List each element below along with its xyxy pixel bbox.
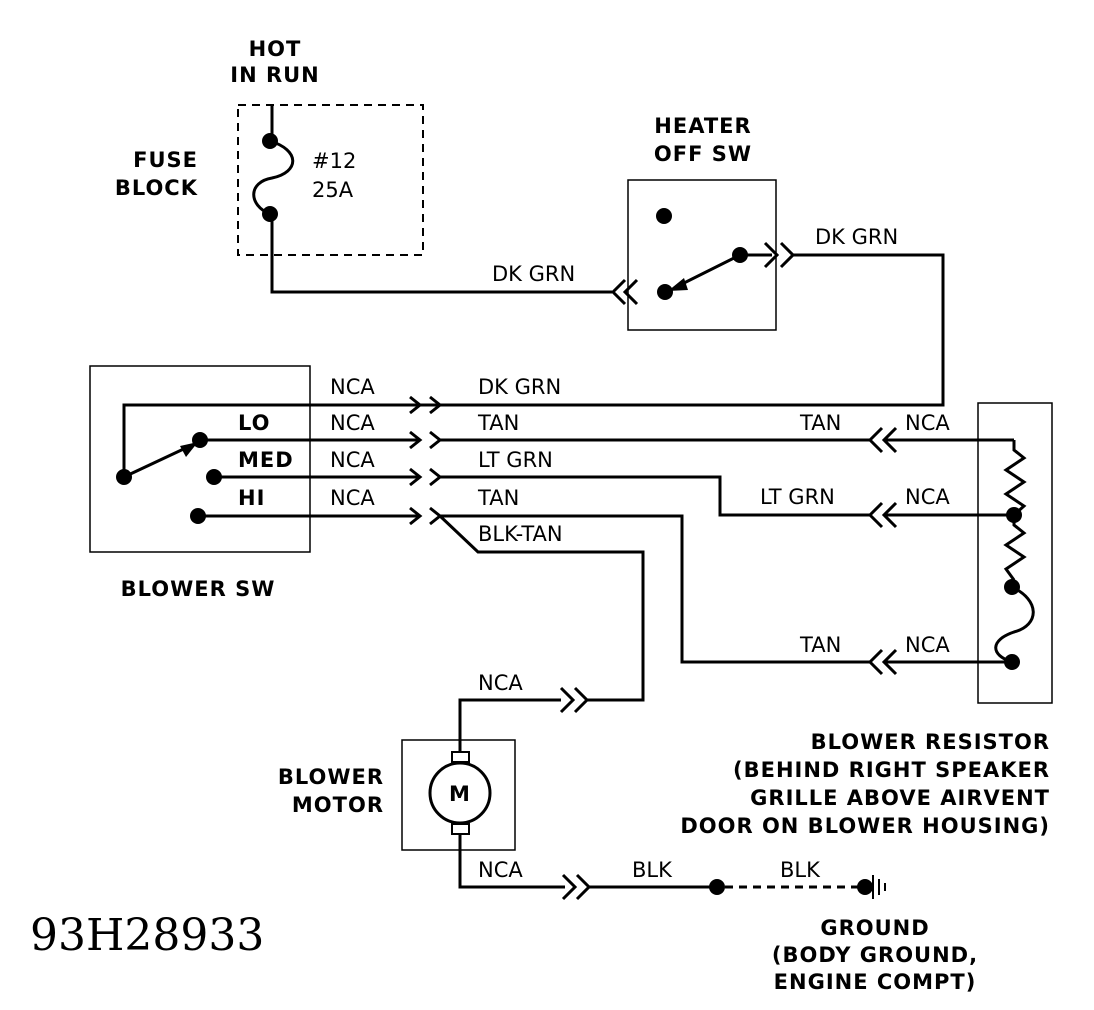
wire-label-tan-lo: TAN: [477, 411, 519, 435]
wire-label-blk-tan: BLK-TAN: [478, 522, 563, 546]
connector-motor-out: [561, 873, 592, 901]
wire-motor-ground: [458, 834, 565, 889]
blower-motor-label-1: BLOWER: [278, 765, 384, 789]
wire-label-nca-1: NCA: [330, 375, 375, 399]
switch-label-hi: HI: [238, 486, 265, 510]
wire-label-res-tan-top: TAN: [799, 411, 841, 435]
resistor-node-bottom: [1004, 654, 1020, 670]
blower-resistor-box: [977, 402, 1053, 704]
blower-motor-label-2: MOTOR: [292, 793, 384, 817]
wire-label-nca-lo: NCA: [330, 411, 375, 435]
wire-label-motor-nca-bot: NCA: [478, 858, 523, 882]
fuse-number-label: #12: [312, 149, 356, 173]
ground-terminal: [857, 879, 873, 895]
heater-switch-terminal-common: [657, 284, 673, 300]
fuse-element: [252, 139, 295, 216]
blower-switch-blade: [123, 444, 191, 479]
blower-switch-box: [89, 365, 311, 553]
heater-switch-terminal-off: [656, 208, 672, 224]
wire-label-nca-med: NCA: [330, 448, 375, 472]
ground-splice: [709, 879, 725, 895]
wire-label-res-tan-bot: TAN: [799, 633, 841, 657]
wire-switch-feed: [122, 403, 420, 477]
resistor-thermal-fuse: [994, 585, 1035, 664]
motor-brush-bottom: [451, 823, 470, 835]
motor-brush-top: [451, 751, 470, 763]
wire-label-res-ltgrn: LT GRN: [760, 485, 835, 509]
wire-tan-low: [478, 514, 870, 664]
wire-label-res-nca-mid: NCA: [905, 485, 950, 509]
wire-label-fuse-heater: DK GRN: [492, 262, 575, 286]
blower-switch-label: BLOWER SW: [121, 577, 276, 601]
switch-label-lo: LO: [238, 411, 271, 435]
fuse-terminal-bottom: [262, 206, 278, 222]
connector-motor-in: [559, 686, 590, 714]
wire-motor-feed: [458, 698, 561, 752]
heater-switch-label-2: OFF SW: [654, 142, 752, 166]
fuse-block-label-1: FUSE: [133, 148, 198, 172]
figure-code: 93H28933: [30, 910, 264, 961]
wire-heater-to-resistor: [420, 253, 945, 407]
wire-label-motor-nca-top: NCA: [478, 671, 523, 695]
hot-in-run-label-1: HOT: [249, 37, 302, 61]
wire-label-res-nca-top: NCA: [905, 411, 950, 435]
blower-resistor-label-3: GRILLE ABOVE AIRVENT: [750, 786, 1050, 810]
blower-resistor-label-1: BLOWER RESISTOR: [811, 730, 1050, 754]
wire-label-tan-hi: TAN: [477, 486, 519, 510]
hot-in-run-label-2: IN RUN: [230, 63, 320, 87]
wire-blk-tan: [438, 514, 645, 702]
wire-label-blk-1: BLK: [632, 858, 673, 882]
resistor-coil-lower: [1003, 515, 1027, 581]
heater-switch-blade: [675, 253, 741, 289]
connector-heater-in: [610, 278, 639, 306]
heater-switch-arrow: [668, 278, 688, 291]
ground-label-3: ENGINE COMPT): [774, 970, 977, 994]
wire-label-res-nca-bot: NCA: [905, 633, 950, 657]
wire-label-blk-2: BLK: [780, 858, 821, 882]
wire-label-ltgrn: LT GRN: [478, 448, 553, 472]
wire-label-nca-hi: NCA: [330, 486, 375, 510]
wire-fuse-to-heater: [270, 214, 612, 294]
ground-icon: [872, 875, 886, 899]
connector-switch-1: [409, 395, 465, 415]
switch-label-med: MED: [238, 448, 294, 472]
fuse-block-box: [237, 104, 424, 256]
wire-label-heater-resistor: DK GRN: [815, 225, 898, 249]
ground-label-2: (BODY GROUND,: [772, 943, 978, 967]
resistor-coil-upper: [1003, 440, 1027, 517]
blower-resistor-label-4: DOOR ON BLOWER HOUSING): [680, 814, 1050, 838]
heater-switch-label-1: HEATER: [654, 114, 751, 138]
wire-label-dkgrn: DK GRN: [478, 375, 561, 399]
blower-switch-arrow: [180, 442, 198, 457]
motor-symbol-label: M: [449, 782, 471, 806]
fuse-block-label-2: BLOCK: [115, 176, 198, 200]
wire-med-to-resistor: [440, 475, 870, 517]
ground-label-1: GROUND: [820, 916, 929, 940]
blower-resistor-label-2: (BEHIND RIGHT SPEAKER: [733, 758, 1050, 782]
fuse-amp-label: 25A: [312, 178, 354, 202]
